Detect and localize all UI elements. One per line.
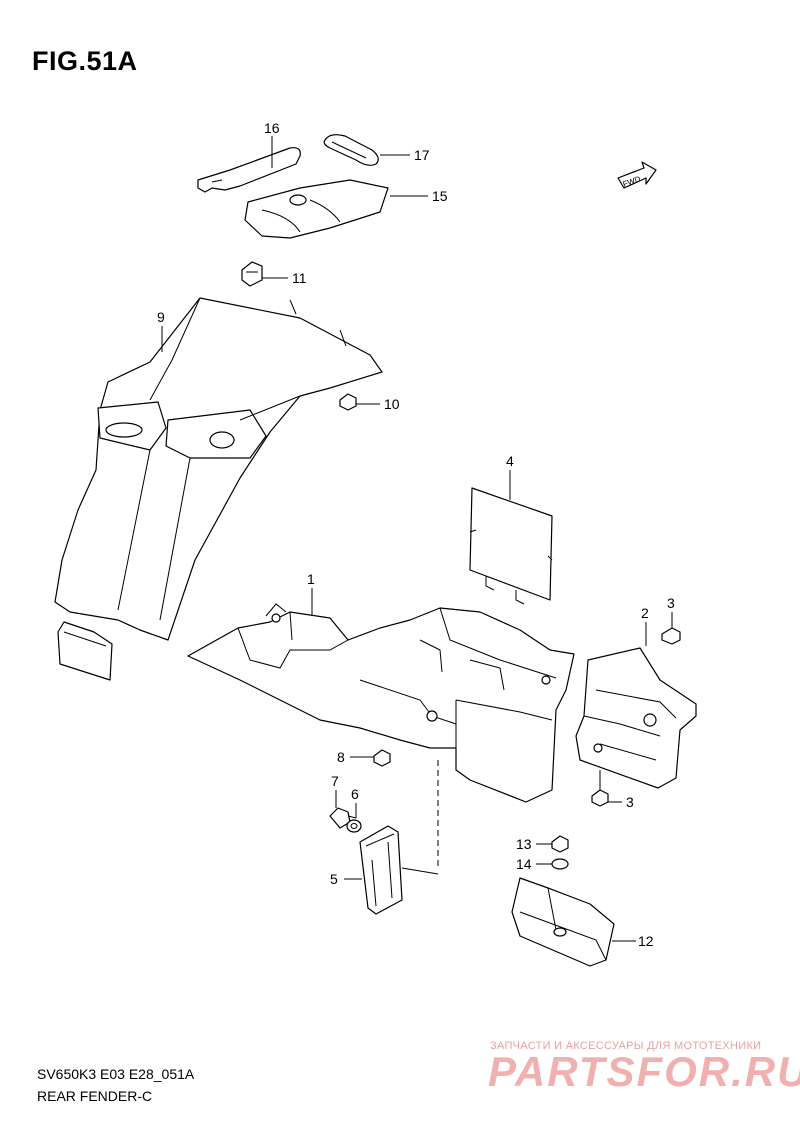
watermark-brand: PARTSFOR.RU	[488, 1048, 800, 1095]
part-7-bolt	[329, 807, 357, 829]
fwd-arrow-icon: FWD	[617, 161, 657, 189]
figure-title: FIG.51A	[32, 46, 138, 76]
callout-2: 2	[641, 605, 649, 621]
part-10-bolt	[339, 393, 357, 411]
part-8-bolt	[373, 749, 391, 767]
callout-3-upper: 3	[667, 595, 675, 611]
section-name: REAR FENDER-C	[37, 1088, 153, 1104]
part-11-clip	[241, 261, 263, 287]
callout-12: 12	[638, 933, 654, 949]
model-code: SV650K3 E03 E28_051A	[37, 1066, 195, 1082]
part-9-rear-fender	[54, 297, 383, 681]
callout-10: 10	[384, 396, 400, 412]
callout-6: 6	[351, 786, 359, 802]
part-1-fender-assembly	[187, 603, 575, 803]
leader-lines	[161, 136, 673, 942]
callout-13: 13	[516, 836, 532, 852]
part-15-tool-bag	[244, 179, 389, 239]
callout-14: 14	[516, 856, 532, 872]
part-2-side-bracket	[575, 647, 697, 789]
part-3-screw-upper	[661, 627, 681, 645]
callout-1: 1	[307, 571, 315, 587]
part-17-band	[323, 134, 379, 166]
callout-5: 5	[330, 871, 338, 887]
callout-4: 4	[506, 453, 514, 469]
part-3-screw-lower	[591, 789, 609, 807]
callout-7: 7	[331, 773, 339, 789]
callout-8: 8	[337, 749, 345, 765]
callout-15: 15	[432, 188, 448, 204]
callout-9: 9	[157, 309, 165, 325]
callout-17: 17	[414, 147, 430, 163]
part-14-washer	[551, 858, 569, 870]
watermark-tagline: ЗАПЧАСТИ И АКСЕССУАРЫ ДЛЯ МОТОТЕХНИКИ	[490, 1040, 762, 1052]
part-4-plate	[469, 487, 553, 605]
part-13-bolt	[551, 835, 569, 853]
part-16-strap	[197, 147, 301, 193]
callout-11: 11	[292, 270, 307, 286]
part-12-lower-cover	[511, 877, 615, 967]
callout-16: 16	[264, 120, 280, 136]
part-5-rubber-piece	[359, 825, 403, 915]
callout-3-lower: 3	[626, 794, 634, 810]
part-6-nut	[346, 819, 362, 833]
